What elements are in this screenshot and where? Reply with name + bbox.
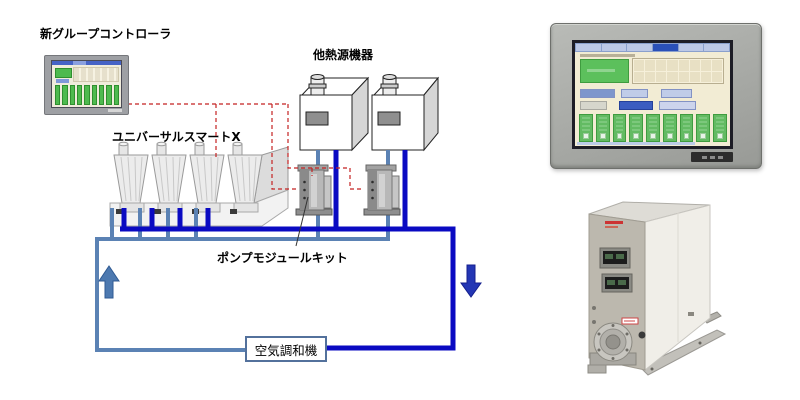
- panel-button: [619, 101, 653, 110]
- panel-button: [580, 101, 607, 110]
- label-new-group-controller: 新グループコントローラ: [40, 27, 172, 41]
- panel-button: [621, 89, 648, 98]
- panel-button: [661, 89, 692, 98]
- drain-knob: [638, 331, 646, 339]
- label-universal-smart-x: ユニバーサルスマートX: [112, 130, 241, 144]
- maker-label: [605, 221, 623, 224]
- chiller-bank: [109, 141, 289, 227]
- heat-source-unit: [371, 74, 440, 152]
- piping-diagram: [95, 74, 482, 352]
- supply-water-pipes: [120, 150, 456, 351]
- controller-unit-bars: [55, 85, 119, 105]
- chiller-module: [151, 141, 187, 214]
- panel-unit-cards: [579, 114, 728, 142]
- down-flow-arrow: [460, 264, 482, 298]
- group-controller-thumbnail: [44, 55, 129, 115]
- touch-panel-brand-badge: [691, 152, 733, 162]
- air-handling-unit-box: 空気調和機: [245, 336, 327, 362]
- chiller-module: [189, 141, 225, 214]
- heat-source-unit: [299, 74, 370, 152]
- pump-module-unit-photo: [587, 201, 727, 376]
- controller-screen-titlebar: [52, 61, 121, 65]
- display-window: [601, 273, 633, 293]
- pipe-flange: [589, 322, 637, 366]
- up-flow-arrow: [98, 265, 120, 299]
- touch-panel-tabbar: [575, 43, 730, 52]
- panel-value-grid: [632, 58, 724, 84]
- display-window: [599, 247, 631, 269]
- chiller-module: [227, 141, 263, 214]
- controller-screen: [51, 60, 122, 108]
- pump-module-kit: [295, 164, 333, 216]
- panel-button: [580, 89, 615, 98]
- pump-kit-pointer-line: [295, 196, 309, 247]
- label-pump-module-kit: ポンプモジュールキット: [217, 251, 348, 265]
- control-communication-lines: [128, 103, 364, 190]
- controller-value-grid: [73, 67, 119, 82]
- controller-brand-tag: [108, 109, 122, 112]
- label-other-heat-source: 他熱源機器: [313, 48, 374, 62]
- panel-status-box: [580, 59, 629, 83]
- panel-button: [659, 101, 696, 110]
- touch-panel-screen: [575, 43, 730, 146]
- air-handling-unit-label: 空気調和機: [254, 342, 318, 358]
- controller-status-box: [55, 68, 72, 78]
- active-tab: [653, 44, 678, 51]
- group-controller-touch-panel-photo: [550, 23, 762, 169]
- pump-module-kit: [363, 164, 401, 216]
- chiller-module: [113, 141, 149, 214]
- touch-panel-screen-frame: [572, 40, 733, 149]
